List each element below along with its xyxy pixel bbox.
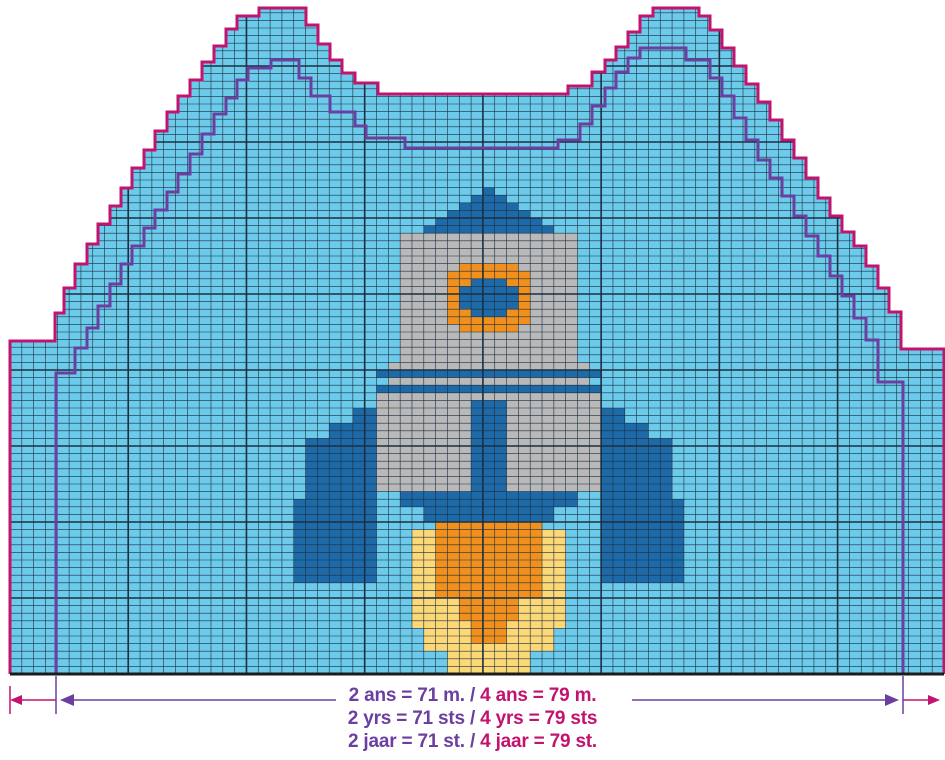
- rocket-fin-right: [625, 499, 684, 583]
- size-label-large: 4 ans = 79 m.: [480, 685, 596, 706]
- size-label-french: 2 ans = 71 m. / 4 ans = 79 m.: [0, 685, 945, 707]
- rocket-stripe: [377, 370, 602, 378]
- rocket-nose: [436, 218, 542, 226]
- size-label-small: 2 jaar = 71 st.: [348, 731, 465, 752]
- size-label-large: 4 jaar = 79 st.: [480, 731, 597, 752]
- rocket-nose: [424, 226, 554, 234]
- rocket-nose: [459, 203, 518, 211]
- rocket-fin-left: [294, 499, 353, 583]
- rocket-nose: [447, 210, 530, 218]
- rocket-nose: [483, 188, 495, 196]
- size-label-separator: /: [465, 685, 480, 706]
- flame-inner: [459, 598, 518, 621]
- size-label-small: 2 ans = 71 m.: [349, 685, 465, 706]
- size-label-dutch: 2 jaar = 71 st. / 4 jaar = 79 st.: [0, 731, 945, 753]
- size-label-large: 4 yrs = 79 sts: [480, 708, 597, 729]
- size-label-separator: /: [465, 708, 480, 729]
- flame-outer: [447, 651, 530, 674]
- size-label-english: 2 yrs = 71 sts / 4 yrs = 79 sts: [0, 708, 945, 730]
- size-label-small: 2 yrs = 71 sts: [348, 708, 465, 729]
- chart-cells: [10, 0, 944, 674]
- rocket-nose: [471, 195, 506, 203]
- size-label-separator: /: [465, 731, 480, 752]
- flame-inner: [471, 621, 506, 644]
- rocket-stripe: [377, 385, 602, 393]
- rocket-window: [459, 286, 518, 309]
